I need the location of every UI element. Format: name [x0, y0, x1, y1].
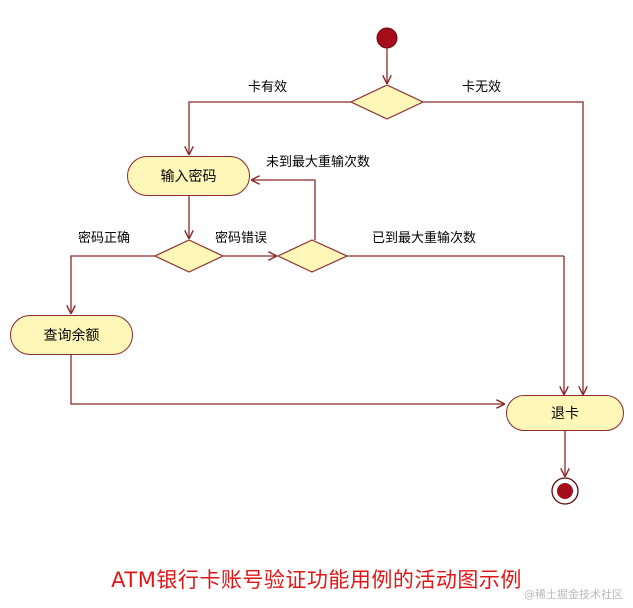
watermark: @稀土掘金技术社区: [524, 588, 623, 601]
edge-card-invalid: [423, 101, 583, 394]
initial-node: [376, 27, 398, 49]
final-node: [551, 477, 579, 505]
label-password-correct: 密码正确: [78, 231, 131, 246]
edge-password-correct: [71, 255, 155, 313]
edge-query-to-eject: [70, 355, 504, 404]
label-password-wrong: 密码错误: [215, 231, 268, 246]
activity-enter-password: 输入密码: [127, 156, 250, 196]
decision-retry-check: [276, 239, 349, 273]
label-card-invalid: 卡无效: [462, 80, 502, 95]
activity-eject-card: 退卡: [506, 395, 624, 431]
label-card-valid: 卡有效: [248, 80, 288, 95]
label-max-retry-not-reached: 未到最大重输次数: [266, 155, 371, 170]
decision-password-check: [153, 239, 225, 273]
activity-query-balance: 查询余额: [10, 315, 133, 355]
edge-card-valid: [189, 101, 351, 154]
decision-card-check: [349, 84, 425, 120]
label-max-retry-reached: 已到最大重输次数: [372, 231, 477, 246]
diagram-caption: ATM银行卡账号验证功能用例的活动图示例: [111, 568, 522, 592]
edge-retry-not-reached: [252, 180, 316, 240]
